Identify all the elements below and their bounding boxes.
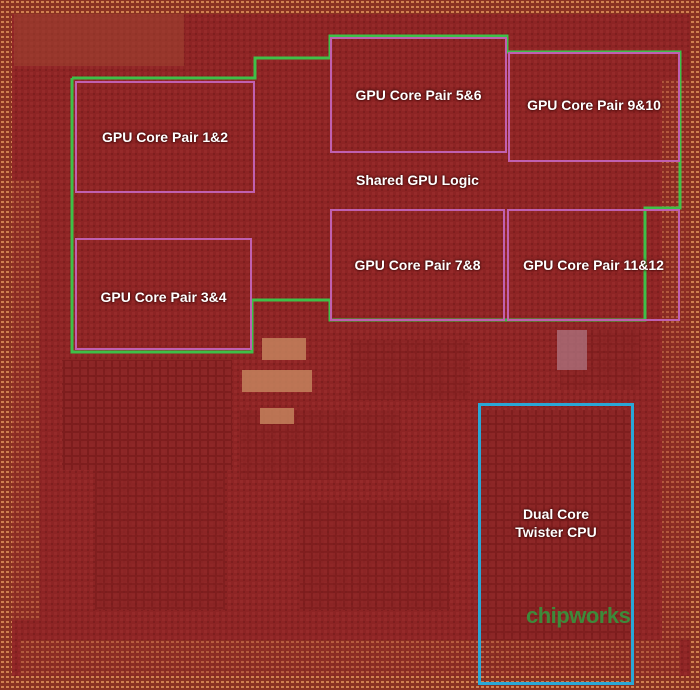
right-io bbox=[662, 80, 690, 640]
center-macro bbox=[262, 338, 306, 360]
gpu-core-pair-3-4-label: GPU Core Pair 3&4 bbox=[100, 289, 227, 305]
shared-gpu-outline bbox=[70, 34, 682, 354]
gpu-core-pair-5-6-label: GPU Core Pair 5&6 bbox=[355, 87, 482, 103]
texture-block bbox=[62, 360, 232, 470]
texture-block bbox=[95, 470, 225, 610]
gpu-core-pair-9-10-region bbox=[508, 52, 680, 162]
cpu-label-line1: Dual Core bbox=[522, 506, 590, 522]
chipworks-watermark: chipworks bbox=[526, 603, 631, 628]
gpu-core-pair-1-2-region bbox=[75, 81, 255, 193]
cpu-label-line2: Twister CPU bbox=[515, 524, 597, 540]
gpu-core-pair-7-8-label: GPU Core Pair 7&8 bbox=[354, 257, 481, 273]
gpu-core-pair-9-10-label: GPU Core Pair 9&10 bbox=[527, 97, 661, 113]
gpu-core-pair-11-12-label: GPU Core Pair 11&12 bbox=[523, 257, 664, 273]
center-macro bbox=[242, 370, 312, 392]
gpu-core-pair-5-6-region bbox=[330, 37, 507, 153]
bottom-io bbox=[20, 640, 680, 676]
gpu-core-pair-3-4-region bbox=[75, 238, 252, 350]
center-macro bbox=[557, 330, 587, 370]
texture-block bbox=[300, 500, 450, 610]
center-macro bbox=[260, 408, 294, 424]
cpu-region bbox=[478, 403, 634, 685]
top-macros bbox=[14, 14, 184, 66]
left-io bbox=[10, 180, 40, 620]
texture-block bbox=[350, 340, 470, 400]
texture-block bbox=[480, 410, 630, 670]
gpu-core-pair-7-8-region bbox=[330, 209, 505, 321]
shared-gpu-logic-label: Shared GPU Logic bbox=[356, 172, 479, 188]
gpu-core-pair-1-2-label: GPU Core Pair 1&2 bbox=[101, 129, 229, 145]
gpu-core-pair-11-12-region bbox=[507, 209, 680, 321]
